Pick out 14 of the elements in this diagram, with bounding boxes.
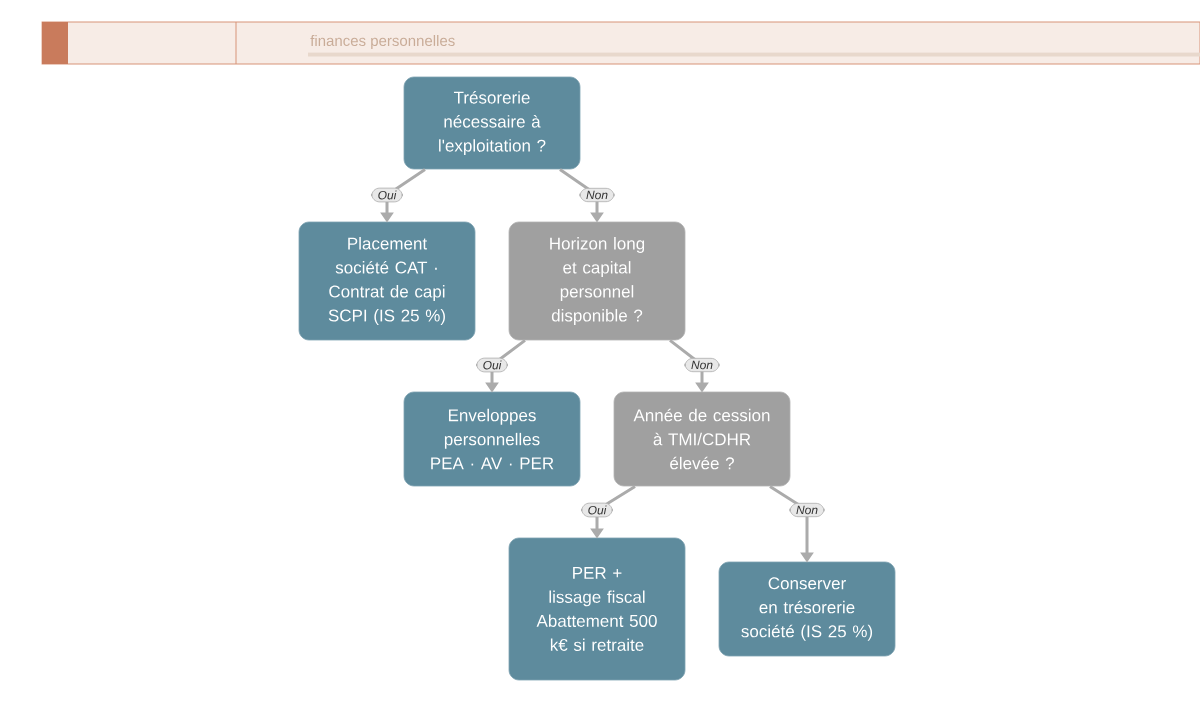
subtitle: finances personnelles bbox=[310, 35, 455, 49]
edge-label: Oui bbox=[371, 187, 403, 203]
edge-label: Non bbox=[789, 502, 825, 518]
question-box: Trésorerie nécessaire à l'exploitation ? bbox=[403, 76, 581, 170]
edge-label: Oui bbox=[476, 357, 508, 373]
edge-label: Non bbox=[579, 187, 615, 203]
edge-label: Non bbox=[684, 357, 720, 373]
result-box: Enveloppes personnelles PEA · AV · PER bbox=[403, 391, 581, 487]
question-box: Horizon long et capital personnel disponible ? bbox=[508, 221, 686, 341]
question-box: Année de cession à TMI/CDHR élevée ? bbox=[613, 391, 791, 487]
result-box: PER + lissage fiscal Abattement 500 k€ si retraite bbox=[508, 537, 686, 681]
result-box: Conserver en trésorerie société (IS 25 %) bbox=[718, 561, 896, 657]
edge-label: Oui bbox=[581, 502, 613, 518]
result-box: Placement société CAT · Contrat de capi SCPI (IS 25 %) bbox=[298, 221, 476, 341]
